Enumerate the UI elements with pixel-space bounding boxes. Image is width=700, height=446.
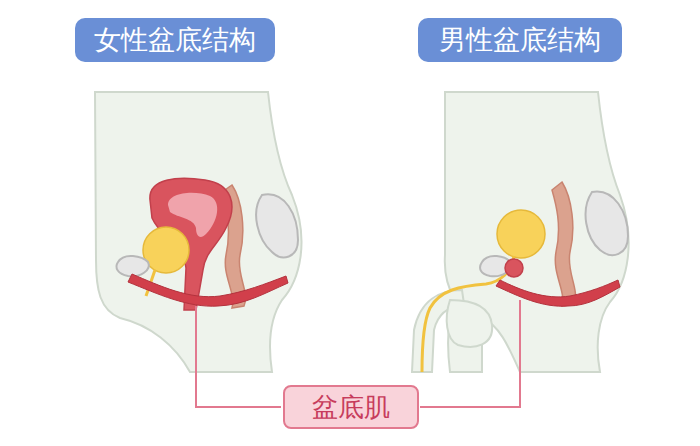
male-bladder bbox=[497, 210, 545, 258]
female-pubic-bone bbox=[116, 256, 148, 276]
leader-line bbox=[196, 306, 281, 407]
female-pelvic-floor bbox=[128, 274, 288, 306]
female-body bbox=[95, 92, 301, 372]
term-label-box: 盆底肌 bbox=[283, 385, 419, 429]
male-body bbox=[445, 92, 629, 372]
male-colon bbox=[586, 192, 628, 255]
female-colon bbox=[256, 194, 298, 257]
prostate bbox=[505, 259, 523, 277]
male-urethra bbox=[422, 256, 514, 372]
scrotum bbox=[447, 300, 492, 347]
male-rectum bbox=[552, 182, 576, 306]
leader-line bbox=[420, 300, 520, 407]
title-box: 女性盆底结构 bbox=[75, 18, 275, 62]
male-pelvic-floor bbox=[496, 280, 620, 306]
title-box: 男性盆底结构 bbox=[418, 18, 622, 62]
node-text: 女性盆底结构 bbox=[94, 22, 256, 58]
node-text: 盆底肌 bbox=[312, 390, 390, 425]
female-bladder bbox=[143, 227, 189, 273]
node-text: 男性盆底结构 bbox=[439, 22, 601, 58]
